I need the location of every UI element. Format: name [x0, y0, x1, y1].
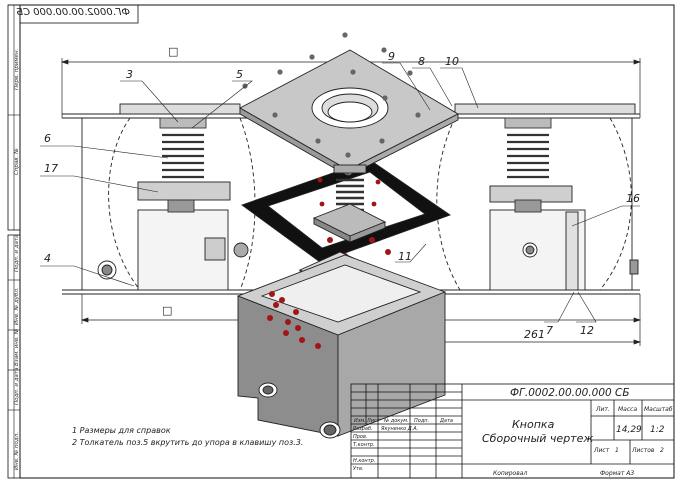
tkontr-label: Т.контр.: [353, 442, 375, 448]
col-podp: Подп.: [414, 418, 429, 424]
listov-value: 2: [660, 447, 664, 454]
designation: ФГ.0002.00.00.000 СБ: [510, 387, 630, 399]
margin-inv-dubl: Инв. № дубл.: [14, 287, 20, 325]
top-ref-box: □: [168, 45, 178, 58]
callout-11: 11: [398, 250, 412, 263]
note-1: 1 Размеры для справок: [72, 426, 171, 435]
kopiroval: Копировал: [493, 470, 527, 477]
title-block: [350, 383, 675, 479]
callout-3: 3: [126, 68, 133, 81]
callout-9: 9: [388, 50, 395, 63]
margin-sprav-no: Справ. №: [14, 148, 20, 175]
masshtab-value: 1:2: [650, 425, 665, 435]
list-value: 1: [615, 447, 619, 454]
format: Формат А3: [600, 470, 634, 477]
callout-5: 5: [236, 68, 243, 81]
masshtab-label: Масштаб: [644, 406, 673, 413]
col-izm: Изм.: [354, 418, 366, 424]
title-block-text: ФГ.0002.00.00.000 СБ Кнопка Сборочный че…: [353, 387, 673, 477]
note-2: 2 Толкатель поз.5 вкрутить до упора в кл…: [72, 438, 303, 447]
razrab-label: Разраб.: [353, 426, 373, 432]
callout-12: 12: [580, 324, 594, 337]
exploded-button-assembly: [236, 32, 459, 439]
massa-value: 14,29: [616, 425, 642, 435]
leader-lines: [40, 62, 640, 323]
margin-perv-primen: Перв. примен.: [14, 48, 20, 90]
massa-label: Масса: [618, 406, 637, 413]
prov-label: Пров.: [353, 434, 368, 440]
utv-label: Утв.: [353, 466, 364, 472]
col-ndokum: № докум.: [383, 418, 409, 424]
razrab-name: Якуненко Д.А.: [380, 426, 418, 432]
callout-16: 16: [626, 192, 640, 205]
col-data: Дата: [439, 418, 453, 424]
mirrored-designation: ФГ.0002.00.00.000 СБ: [16, 7, 130, 18]
listov-label: Листов: [631, 447, 655, 454]
margin-vzam-inv: Взам. инв. №: [14, 328, 20, 366]
nkontr-label: Н.контр.: [353, 458, 375, 464]
margin-podp-data-2: Подп. и дата: [14, 367, 20, 405]
margin-inv-podl: Инв. № подл.: [14, 432, 20, 470]
callout-4: 4: [44, 252, 51, 265]
dimension-261: 261: [524, 328, 545, 341]
callout-8: 8: [418, 55, 425, 68]
drawing-type: Сборочный чертеж: [482, 432, 593, 445]
lit-label: Лит.: [595, 406, 610, 413]
callout-7: 7: [546, 324, 553, 337]
mirrored-stamp: [19, 4, 139, 24]
callout-6: 6: [44, 132, 51, 145]
product-name: Кнопка: [512, 418, 555, 431]
callout-labels: 3 5 9 8 10 6 17 4 16 7 12 11: [44, 50, 640, 337]
margin-podp-data-1: Подп. и дата: [14, 234, 20, 272]
col-list: Лист: [366, 418, 381, 424]
bottom-ref-box: □: [162, 304, 172, 317]
callout-17: 17: [44, 162, 58, 175]
list-label: Лист: [593, 447, 610, 454]
callout-10: 10: [445, 55, 459, 68]
